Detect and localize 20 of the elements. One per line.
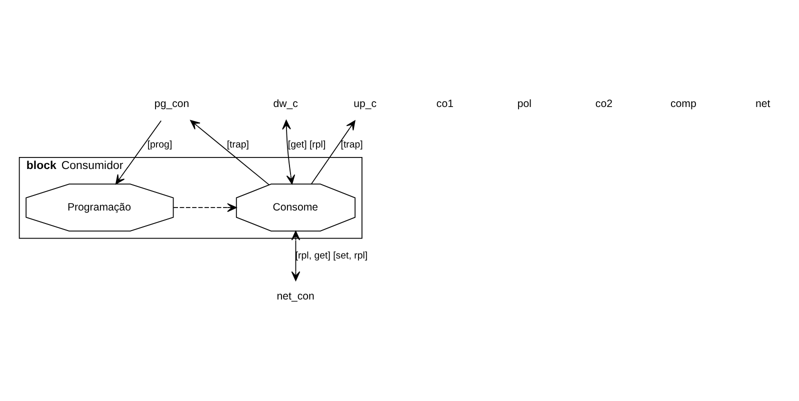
- arrow: [282, 120, 296, 184]
- node-text: net_con: [276, 290, 314, 302]
- arrow: [310, 120, 356, 184]
- edge-label: [trap]: [340, 140, 363, 151]
- edge-label: [get] [rpl]: [288, 140, 326, 151]
- arrow: [190, 120, 270, 186]
- edge-label: [prog]: [147, 140, 172, 151]
- arrow: [115, 120, 162, 184]
- label: co1: [436, 98, 454, 110]
- arrow: [173, 203, 237, 212]
- label: co2: [595, 98, 612, 110]
- edge-label: [rpl, get] [set, rpl]: [295, 250, 368, 262]
- label: comp: [670, 98, 696, 110]
- node-text: up_c: [354, 98, 377, 110]
- label: net: [756, 98, 770, 110]
- arrow: [291, 230, 300, 281]
- node-text: dw_c: [273, 98, 298, 110]
- label: pol: [517, 98, 532, 110]
- node-text: pg_con: [154, 98, 190, 110]
- edge-label: [trap]: [226, 140, 249, 151]
